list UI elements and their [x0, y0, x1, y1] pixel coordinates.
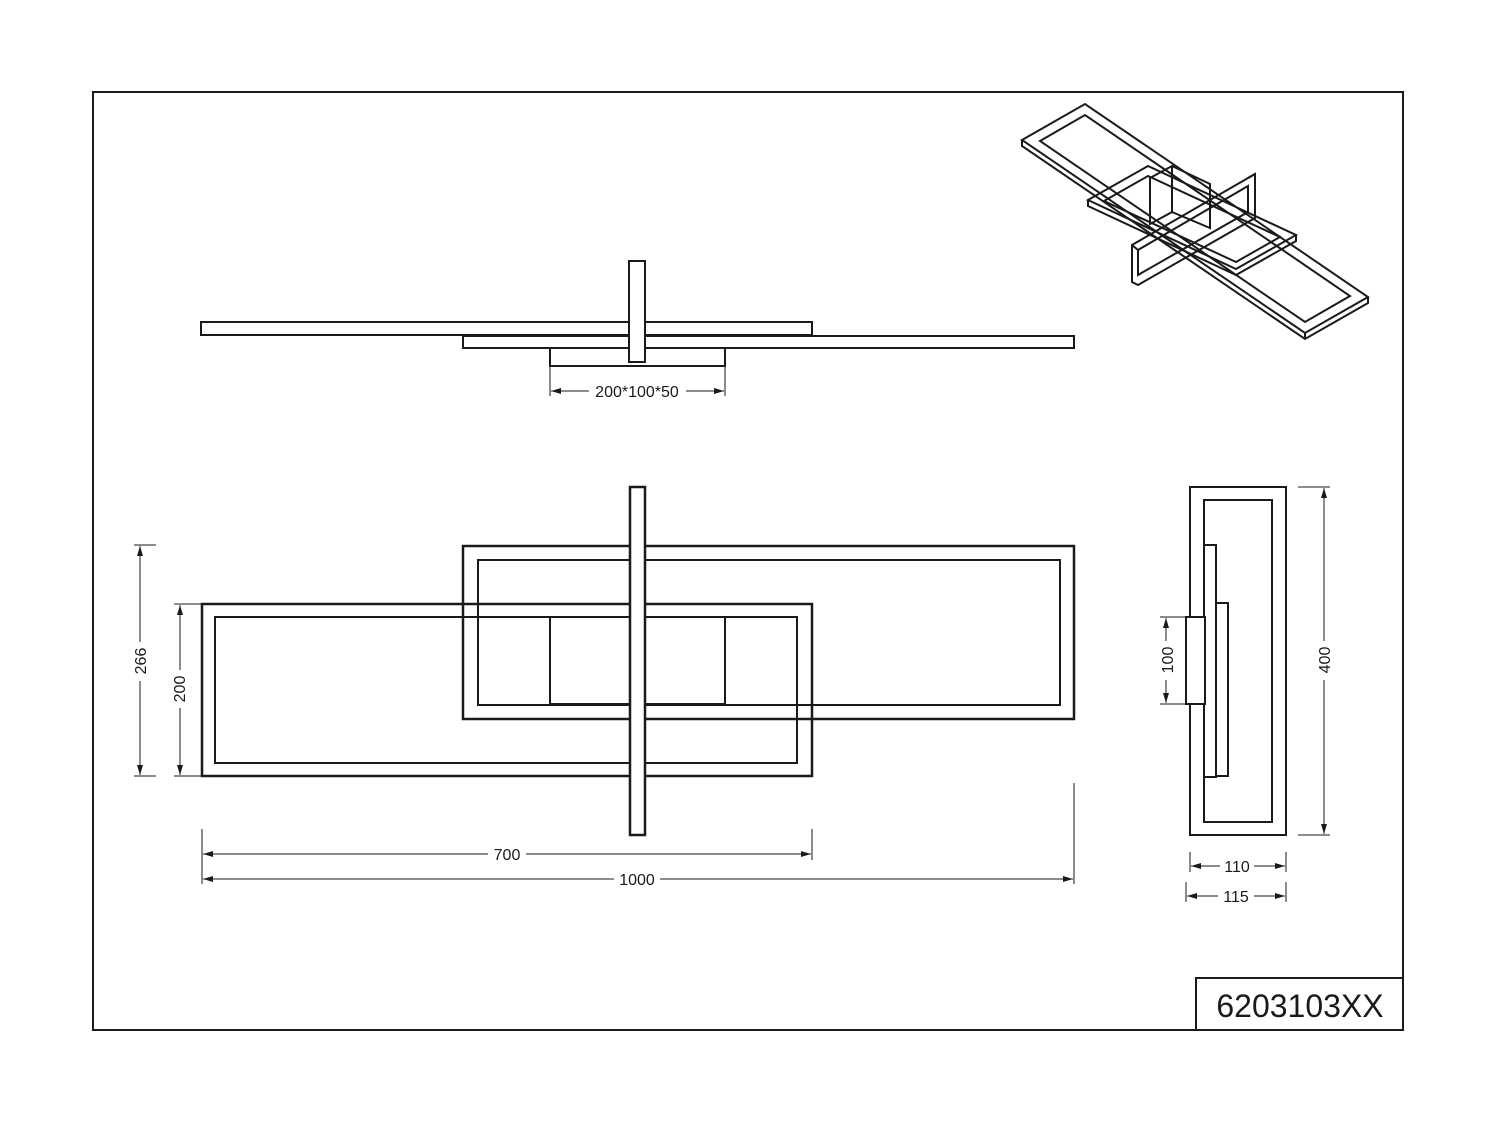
title-block-box: [1195, 977, 1404, 1031]
top-view: 266 200 700 1000: [133, 485, 1076, 889]
side-canopy-label: 100: [1160, 647, 1177, 674]
drawing-frame: [92, 91, 1404, 1031]
side-view: 100 400 110 115: [1160, 486, 1334, 906]
right-frame-inner: [477, 559, 1061, 706]
left-frame-inner: [214, 616, 798, 764]
isometric-view: [1020, 102, 1370, 341]
front-bar-upper: [200, 321, 813, 336]
length-short-label: 700: [494, 847, 521, 864]
depth-outer-label: 115: [1223, 889, 1249, 906]
height-outer-label: 266: [133, 648, 150, 675]
top-cross-bar: [628, 485, 647, 837]
left-frame-outer: [200, 602, 814, 778]
model-number: 6203103XX: [1216, 988, 1383, 1024]
height-inner-label: 200: [172, 676, 189, 703]
front-bar-lower: [462, 335, 1075, 349]
depth-inner-label: 110: [1224, 859, 1250, 876]
right-frame-outer: [461, 544, 1076, 721]
canopy-dimension-label: 200*100*50: [595, 384, 679, 401]
front-cross-bar: [628, 260, 646, 363]
length-total-label: 1000: [619, 872, 655, 889]
title-block: 6203103XX: [1195, 977, 1404, 1031]
side-bar-right: [1215, 602, 1229, 777]
side-canopy: [1185, 616, 1206, 705]
side-height-label: 400: [1317, 647, 1334, 674]
front-view: 200*100*50: [200, 260, 1075, 401]
